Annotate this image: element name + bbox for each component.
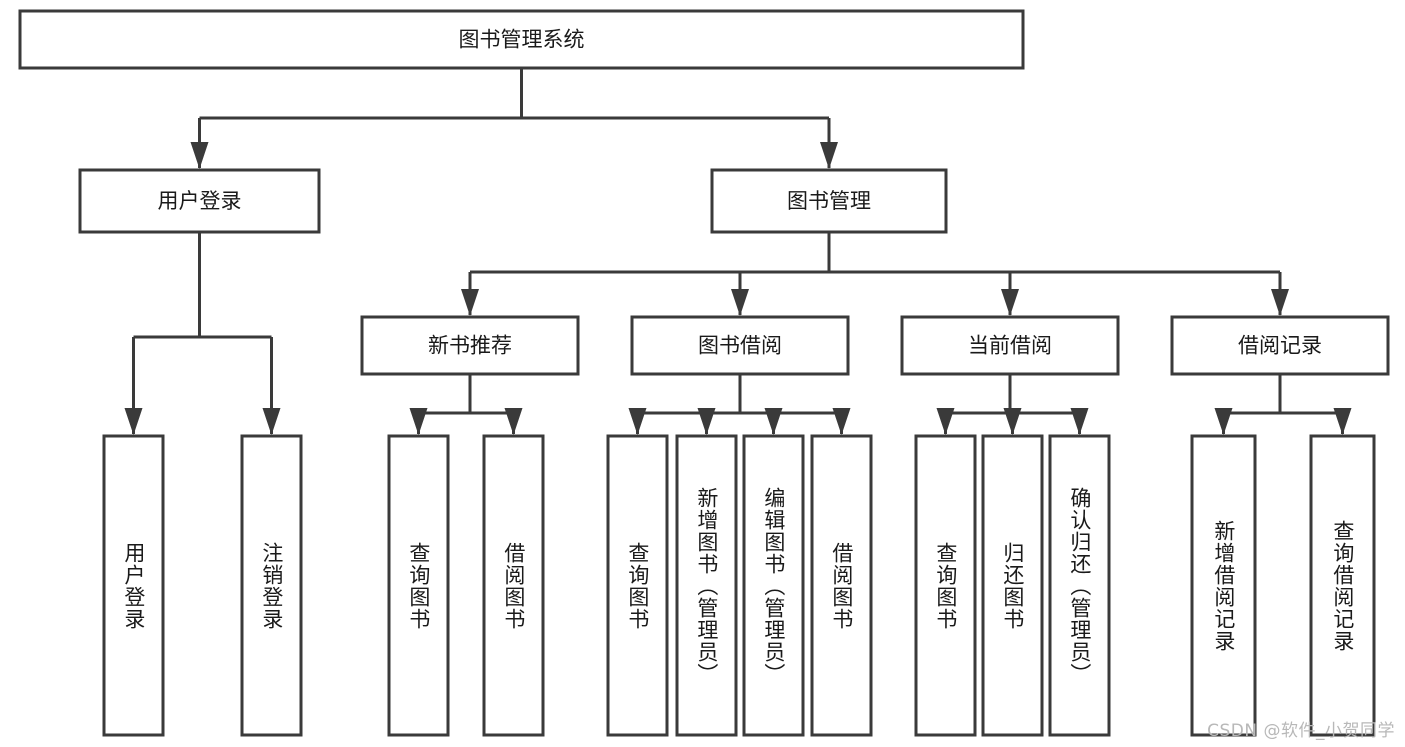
arrow-head-icon-leaf-borrow-book-rec xyxy=(504,408,523,435)
node-label-new-book-recommend: 新书推荐 xyxy=(428,334,512,358)
arrow-head-icon-leaf-user-login xyxy=(124,408,143,435)
arrow-head-icon-leaf-edit-book xyxy=(764,408,783,435)
arrow-head-icon-leaf-query-book-rec xyxy=(409,408,428,435)
node-label-book-management: 图书管理 xyxy=(787,189,871,213)
node-box-leaf-user-login[interactable] xyxy=(102,434,165,737)
node-box-leaf-add-book[interactable] xyxy=(675,434,738,737)
arrow-head-icon-book-management xyxy=(820,142,838,169)
csdn-watermark: CSDN @软件_小贺同学 xyxy=(1207,721,1395,741)
node-label-current-borrow: 当前借阅 xyxy=(968,334,1052,358)
arrow-head-icon-leaf-add-book xyxy=(697,408,716,435)
node-box-leaf-confirm-return[interactable] xyxy=(1048,434,1111,737)
node-box-borrow-records[interactable] xyxy=(1170,315,1390,376)
node-box-user-login[interactable] xyxy=(78,168,321,234)
node-box-leaf-query-record[interactable] xyxy=(1309,434,1376,737)
node-label-user-login: 用户登录 xyxy=(158,189,242,213)
node-box-leaf-edit-book[interactable] xyxy=(742,434,805,737)
node-label-root: 图书管理系统 xyxy=(459,28,585,52)
arrow-head-icon-leaf-return-book xyxy=(1003,408,1022,435)
node-box-current-borrow[interactable] xyxy=(900,315,1120,376)
arrow-head-icon-leaf-logout xyxy=(262,408,281,435)
node-box-new-book-recommend[interactable] xyxy=(360,315,580,376)
arrow-head-icon-new-book-recommend xyxy=(461,289,479,316)
arrow-head-icon-borrow-records xyxy=(1271,289,1289,316)
node-box-leaf-query-book-borrow[interactable] xyxy=(606,434,669,737)
connectors-layer xyxy=(124,68,1352,435)
arrow-head-icon-leaf-borrow-book xyxy=(832,408,851,435)
arrow-head-icon-leaf-add-record xyxy=(1214,408,1233,435)
node-box-leaf-return-book[interactable] xyxy=(981,434,1044,737)
node-box-leaf-add-record[interactable] xyxy=(1190,434,1257,737)
node-box-leaf-borrow-book[interactable] xyxy=(810,434,873,737)
node-label-book-borrow: 图书借阅 xyxy=(698,334,782,358)
node-label-borrow-records: 借阅记录 xyxy=(1238,334,1322,358)
node-box-leaf-query-book-current[interactable] xyxy=(914,434,977,737)
node-box-leaf-logout[interactable] xyxy=(240,434,303,737)
node-box-leaf-query-book-rec[interactable] xyxy=(387,434,450,737)
arrow-head-icon-leaf-query-book-borrow xyxy=(628,408,647,435)
arrow-head-icon-leaf-confirm-return xyxy=(1070,408,1089,435)
arrow-head-icon-current-borrow xyxy=(1001,289,1019,316)
node-box-leaf-borrow-book-rec[interactable] xyxy=(482,434,545,737)
node-box-book-management[interactable] xyxy=(710,168,948,234)
arrow-head-icon-user-login xyxy=(190,142,209,169)
node-box-book-borrow[interactable] xyxy=(630,315,850,376)
arrow-head-icon-leaf-query-record xyxy=(1333,408,1352,435)
arrow-head-icon-leaf-query-book-current xyxy=(936,408,955,435)
node-box-root[interactable] xyxy=(18,9,1025,70)
arrow-head-icon-book-borrow xyxy=(731,289,749,316)
